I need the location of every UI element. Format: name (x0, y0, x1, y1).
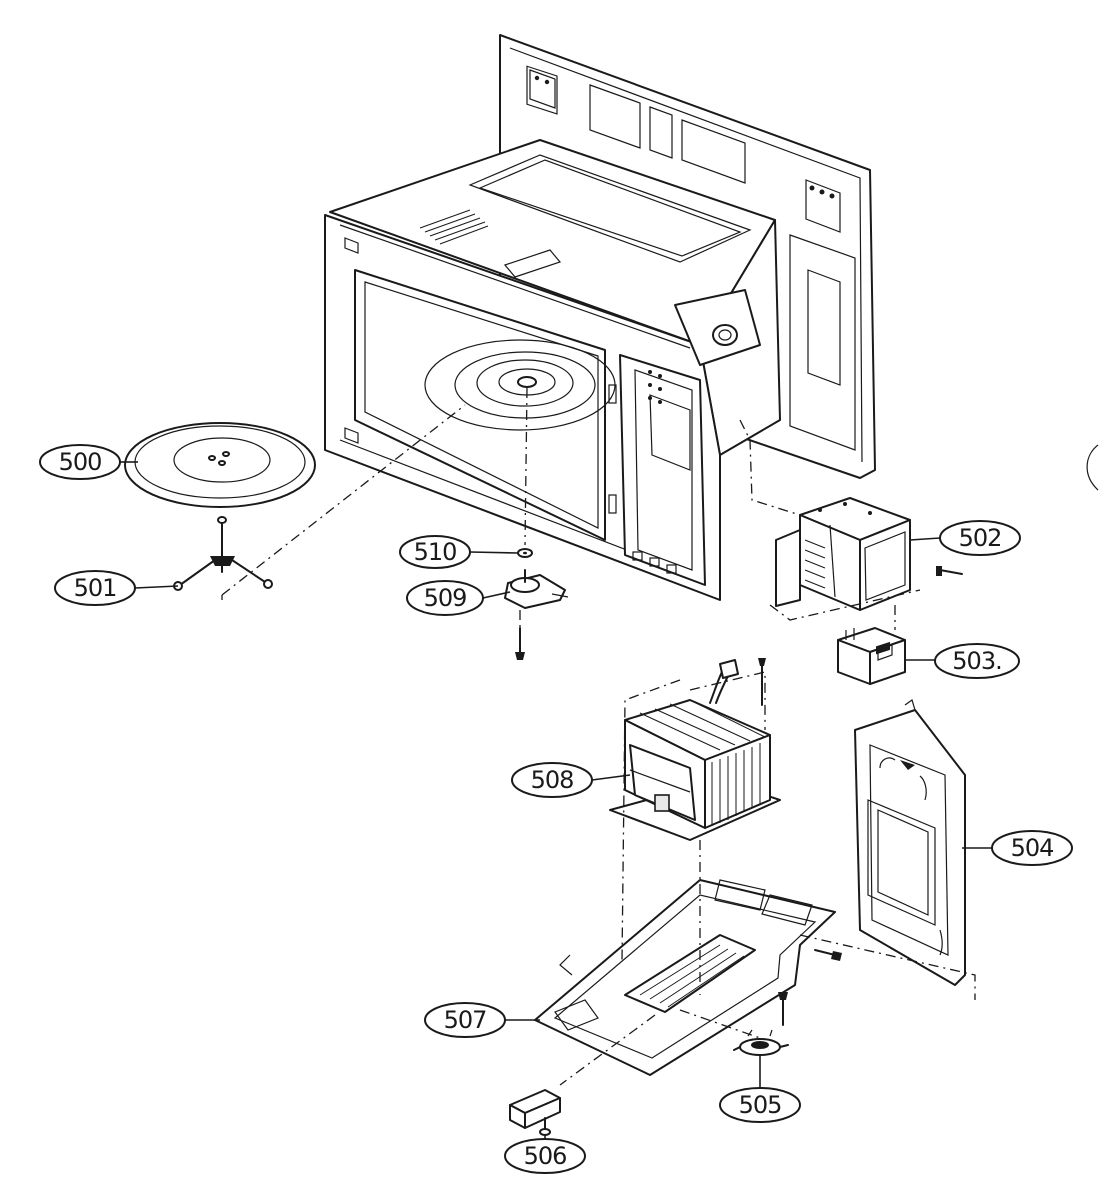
part-508-high-voltage-transformer (609, 658, 781, 841)
part-504-side-cover (854, 699, 966, 986)
callout-507-label: 507 (444, 1006, 487, 1034)
callout-500-oval (39, 444, 121, 480)
callout-509-label: 509 (424, 584, 467, 612)
assembly-lines (221, 387, 976, 1086)
cavity-floor-rings (424, 339, 616, 431)
part-501-roller-support (173, 516, 273, 591)
part-500-glass-tray (124, 422, 316, 508)
callout-510-oval (399, 535, 471, 569)
part-503-high-voltage-fuse (837, 627, 906, 685)
callout-505-oval (719, 1087, 801, 1123)
callout-500-label: 500 (59, 448, 102, 476)
oven-cavity-assembly (324, 34, 876, 601)
transformer-laminations (639, 699, 766, 826)
top-vent-grille (419, 209, 489, 245)
callout-509-oval (406, 580, 484, 616)
callout-502-label: 502 (959, 524, 1002, 552)
part-507-base-plate (534, 879, 842, 1076)
callout-505-label: 505 (739, 1091, 782, 1119)
callout-504-label: 504 (1011, 834, 1054, 862)
callout-510-label: 510 (414, 538, 457, 566)
callout-501-label: 501 (74, 574, 117, 602)
callouts: 500 501 510 509 502 503. 508 504 507 (39, 444, 1073, 1174)
control-panel-holes (648, 370, 662, 404)
part-502-magnetron (775, 497, 963, 611)
callout-507-oval (424, 1002, 506, 1038)
callout-508-label: 508 (531, 766, 574, 794)
part-505-thermal-cutout (733, 1029, 789, 1056)
callout-501-oval (54, 570, 136, 606)
callout-506-oval (504, 1138, 586, 1174)
callout-504-oval (991, 830, 1073, 866)
part-510-coupler (517, 548, 533, 558)
part-506-sensor (509, 1089, 561, 1136)
callout-503-oval (934, 643, 1020, 679)
callout-503-label: 503. (952, 647, 1001, 675)
part-509-turntable-motor (504, 569, 569, 660)
base-vent-holes (639, 944, 745, 1008)
callout-506-label: 506 (524, 1142, 567, 1170)
callout-502-oval (939, 520, 1021, 556)
scan-edge-mark (1086, 444, 1099, 491)
callout-508-oval (511, 762, 593, 798)
